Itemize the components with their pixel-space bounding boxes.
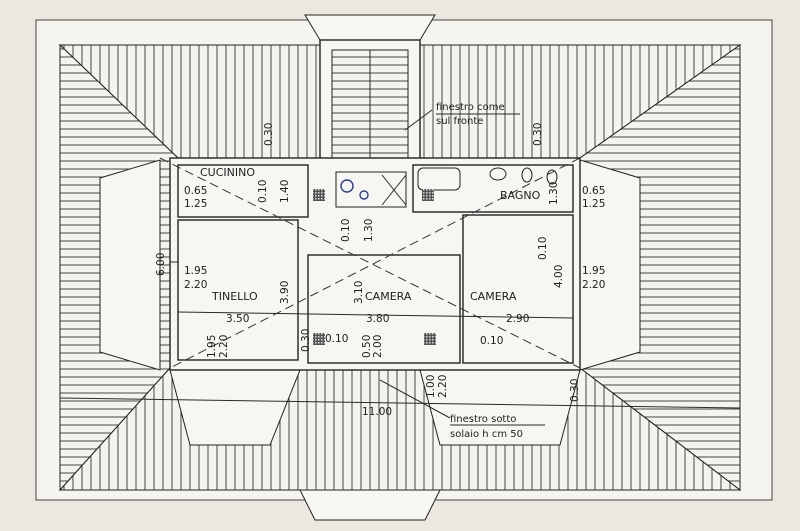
dimension-label: 1.95 [206, 335, 218, 358]
ridge-top [304, 14, 436, 41]
room-label-bagno: BAGNO [500, 189, 541, 202]
note-text: finestro come [436, 102, 505, 113]
roof [58, 14, 742, 521]
dimension-label: 1.95 [184, 265, 207, 277]
room-label-tinello: TINELLO [211, 290, 258, 303]
note-text: solaio h cm 50 [450, 429, 523, 440]
flue-icon [424, 333, 436, 345]
dimension-label: 0.65 [184, 185, 207, 197]
dimension-label: 1.95 [582, 265, 605, 277]
dimension-label: 0.50 [361, 335, 373, 358]
dimension-label: 0.10 [480, 335, 503, 347]
room-camera-center[interactable] [307, 254, 461, 364]
dimension-label: 1.30 [548, 182, 560, 205]
dormer-left [99, 159, 161, 371]
note-text: sul fronte [436, 116, 483, 127]
outlet-icon [359, 190, 369, 200]
dimension-label: 4.00 [553, 265, 565, 288]
dimension-label: 0.65 [582, 185, 605, 197]
toilet-icon [521, 167, 533, 183]
bathtub-icon [417, 167, 461, 191]
dimension-label: 1.40 [279, 180, 291, 203]
bidet-icon [546, 169, 558, 185]
dimension-label: 0.30 [300, 329, 312, 352]
dimension-label: 0.30 [569, 379, 581, 402]
dimension-label: 2.20 [184, 279, 207, 291]
dimension-label: 1.25 [582, 198, 605, 210]
dimension-label: 1.00 [425, 375, 437, 398]
boiler-icon [340, 179, 354, 193]
dimension-label: 0.30 [532, 123, 544, 146]
dimension-label: 1.25 [184, 198, 207, 210]
dimension-label: 1.30 [363, 219, 375, 242]
dimension-label: 3.10 [353, 281, 365, 304]
room-label-camera: CAMERA [365, 290, 412, 303]
dimension-label: 0.10 [537, 237, 549, 260]
dimension-label: 0.10 [257, 180, 269, 203]
dimension-label: 3.90 [279, 281, 291, 304]
dimensions: 0.65 1.25 1.95 2.20 0.65 1.25 1.95 2.20 … [155, 123, 605, 418]
dimension-label: 0.10 [325, 333, 348, 345]
flue-icon [422, 189, 434, 201]
dimension-label: 2.20 [437, 375, 449, 398]
dimension-label: 2.90 [506, 313, 529, 325]
ridge-bottom [299, 489, 441, 521]
dimension-label: 0.10 [340, 219, 352, 242]
room-bagno[interactable] [412, 164, 574, 213]
dimension-label: 11.00 [362, 406, 392, 418]
flue-icon [313, 333, 325, 345]
note-text: finestro sotto [450, 414, 516, 425]
room-tinello[interactable] [177, 219, 299, 361]
room-cucinino[interactable] [177, 164, 309, 218]
dimension-label: 3.50 [226, 313, 249, 325]
flue-icon [313, 189, 325, 201]
room-label-camera: CAMERA [470, 290, 517, 303]
dimension-label: 2.20 [582, 279, 605, 291]
dimension-label: 0.30 [263, 123, 275, 146]
sink-icon [489, 167, 507, 181]
dimension-label: 3.80 [366, 313, 389, 325]
room-label-cucinino: CUCININO [200, 166, 255, 179]
dimension-label: 6.00 [155, 253, 167, 276]
dimension-label: 2.00 [372, 335, 384, 358]
dimension-label: 2.20 [218, 335, 230, 358]
room-camera-right[interactable] [462, 214, 574, 364]
building [59, 109, 741, 426]
